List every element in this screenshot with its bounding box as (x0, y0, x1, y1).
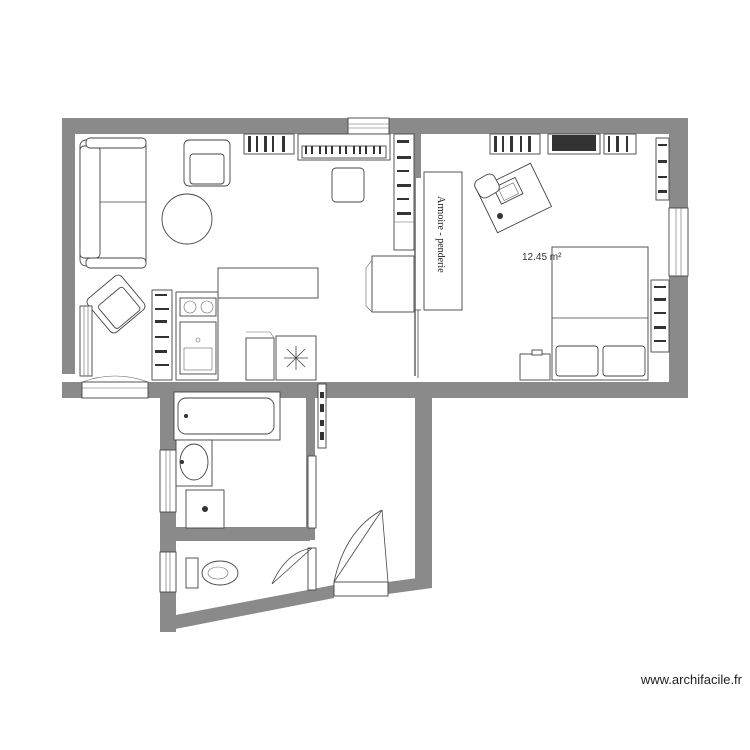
bathroom-left-wall (160, 390, 176, 450)
partition-wall-top (414, 118, 421, 178)
walls (62, 118, 688, 632)
top-window (347, 117, 390, 135)
bookshelf-top-corner (603, 133, 637, 155)
bathroom-window (159, 449, 177, 513)
wc (185, 557, 239, 589)
living-room (79, 133, 415, 381)
entrance-door-swing (333, 509, 383, 583)
entrance-door-frame (333, 581, 389, 597)
right-wall-upper (669, 118, 688, 208)
bedroom: Armoire - penderie (423, 133, 670, 381)
bookshelf-partition (393, 133, 415, 251)
top-wall-left (62, 118, 348, 134)
wardrobe-label: Armoire - penderie (435, 196, 446, 273)
round-table (161, 193, 213, 245)
bookshelf-top-right (489, 133, 541, 155)
left-wall (62, 118, 75, 374)
bathtub (173, 391, 281, 441)
washbasin (175, 439, 213, 487)
bathroom (173, 383, 327, 529)
bedroom-window (668, 207, 689, 277)
corridor-right-wall (415, 382, 432, 585)
bookshelf-left-wall (79, 305, 93, 377)
piano (297, 133, 391, 161)
toilet (185, 557, 239, 589)
bookshelf-right-lower (650, 279, 670, 353)
top-wall-middle (389, 118, 688, 134)
armchair-top (183, 139, 231, 187)
sofa (79, 137, 147, 269)
bedroom-bottom-wall (418, 382, 688, 398)
bed (551, 246, 649, 381)
wc-door-frame (307, 547, 317, 591)
shower-drain (185, 489, 225, 529)
partition-wall-mid (414, 178, 416, 376)
desk-chair (474, 173, 503, 219)
cabinet (365, 255, 415, 313)
watermark: www.archifacile.fr (640, 672, 742, 687)
bookshelf-right-wall (655, 137, 670, 201)
bath-wc-divider (160, 527, 310, 541)
fridge (245, 337, 275, 381)
kitchen-shelf (151, 289, 173, 381)
armchair-rotated (86, 274, 146, 334)
bookshelf-top-left (243, 133, 295, 155)
piano-stool (331, 167, 365, 203)
bedroom-area-label: 12.45 m² (522, 252, 562, 263)
tv-unit (547, 133, 601, 155)
nightstand (519, 353, 551, 381)
living-bottom-wall (62, 382, 82, 398)
wardrobe: Armoire - penderie (423, 171, 463, 311)
wc-bottom-wall (160, 585, 334, 632)
kitchen-bar (217, 267, 319, 299)
entry-bottom-wall (388, 576, 432, 594)
wc-door-swing (271, 547, 313, 585)
bathroom-shelf (317, 383, 327, 449)
openings (81, 117, 689, 597)
bathroom-door-frame (307, 455, 317, 529)
wc-window (159, 551, 177, 593)
right-wall-lower (669, 276, 688, 398)
living-window (81, 381, 149, 399)
freezer (275, 335, 317, 381)
desk (475, 162, 553, 234)
kitchen-counter (175, 291, 219, 381)
